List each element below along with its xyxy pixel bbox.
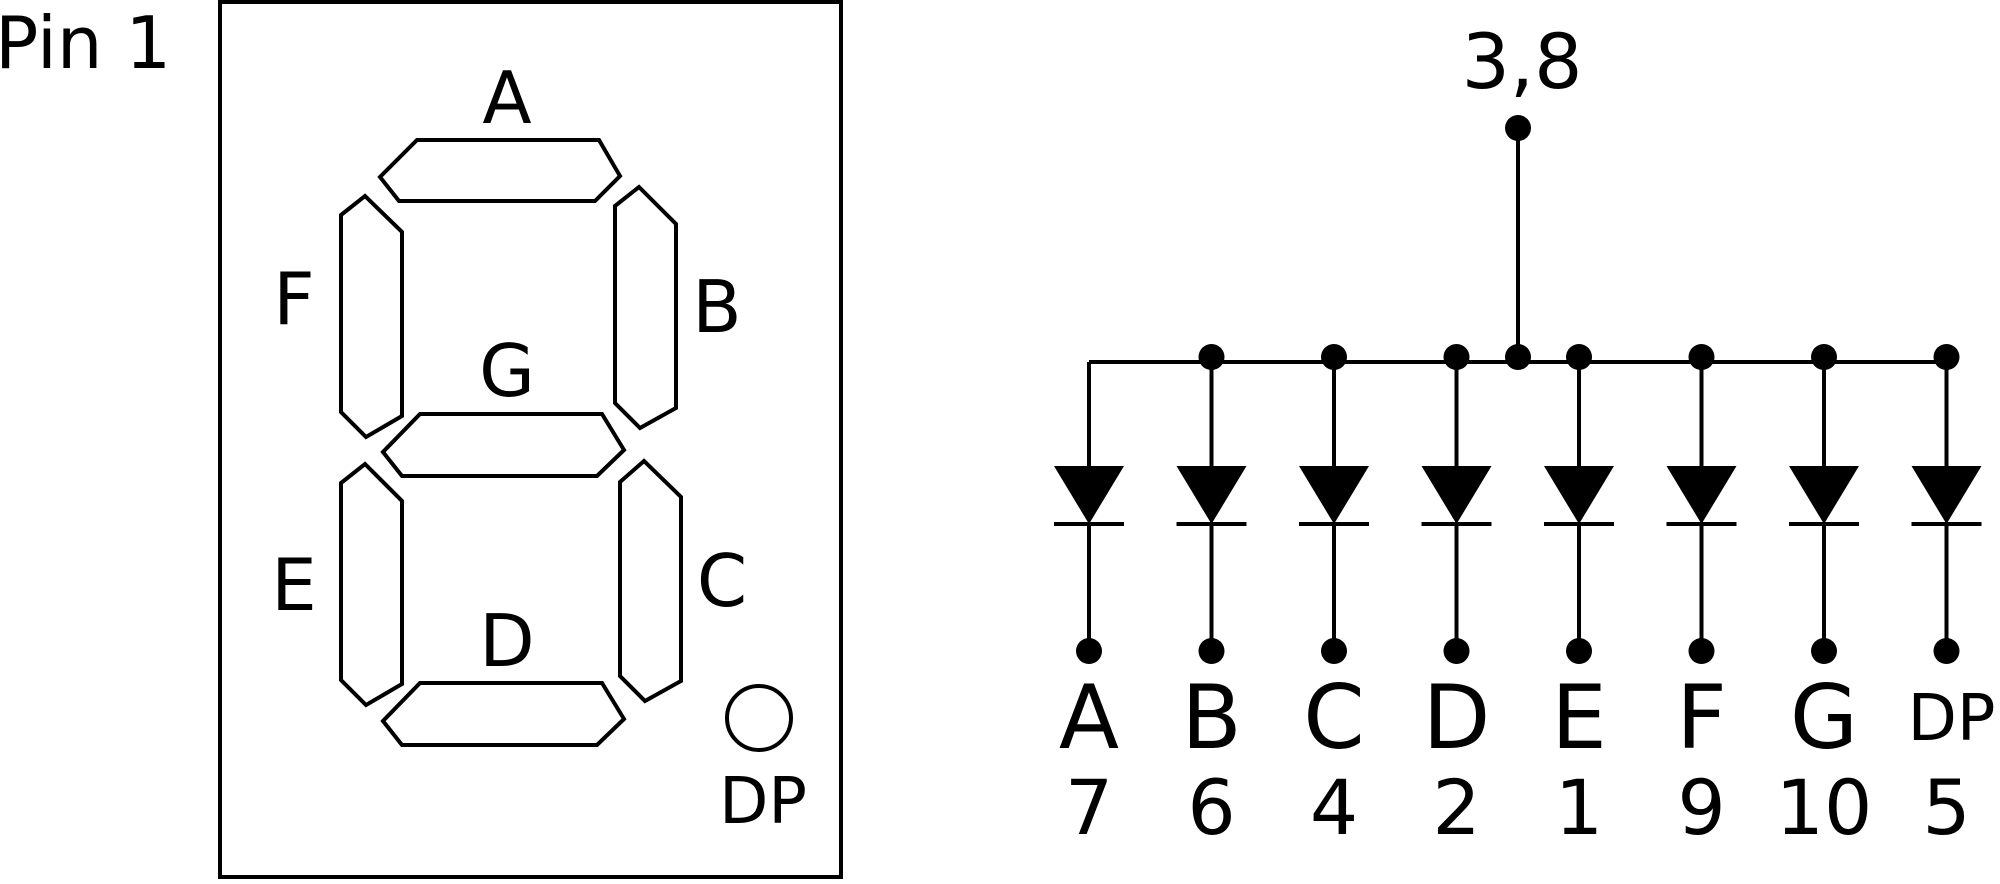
common-pins-label: 3,8 bbox=[1462, 17, 1583, 106]
segment-c bbox=[618, 458, 683, 704]
segment-f bbox=[339, 193, 404, 440]
segment-label-b: B bbox=[692, 265, 741, 349]
diode-triangle-dp bbox=[1911, 466, 1982, 524]
segment-label-c: C bbox=[697, 539, 747, 623]
bus-junction-dot-e bbox=[1566, 344, 1592, 370]
segment-b bbox=[613, 184, 678, 431]
diode-pin-number-c: 4 bbox=[1310, 763, 1358, 852]
diode-triangle-g bbox=[1789, 466, 1859, 524]
segment-a bbox=[377, 138, 623, 203]
diode-label-c: C bbox=[1303, 666, 1364, 769]
bus-junction-dot-c bbox=[1321, 344, 1347, 370]
diode-label-e: E bbox=[1551, 666, 1607, 769]
diode-label-b: B bbox=[1181, 666, 1241, 769]
segment-label-g: G bbox=[479, 329, 535, 413]
common-junction-dot bbox=[1505, 344, 1531, 370]
diode-label-g: G bbox=[1790, 666, 1858, 769]
diode-pin-dot-e bbox=[1566, 638, 1592, 664]
bus-junction-dot-b bbox=[1198, 344, 1225, 370]
segment-label-dp: DP bbox=[719, 765, 807, 839]
diode-label-f: F bbox=[1676, 666, 1727, 769]
diode-label-dp: DP bbox=[1908, 682, 1996, 756]
segment-label-a: A bbox=[482, 56, 531, 140]
display-package-outline bbox=[218, 0, 843, 879]
segment-dp bbox=[725, 684, 793, 752]
diode-triangle-b bbox=[1176, 466, 1247, 524]
diode-triangle-e bbox=[1544, 466, 1614, 524]
diode-pin-number-d: 2 bbox=[1432, 763, 1480, 852]
diode-pin-number-b: 6 bbox=[1187, 763, 1235, 852]
pin-1-label: Pin 1 bbox=[0, 1, 171, 85]
diode-label-d: D bbox=[1423, 666, 1491, 769]
segment-label-f: F bbox=[273, 257, 314, 341]
diode-triangle-d bbox=[1421, 466, 1492, 524]
diode-pin-dot-g bbox=[1811, 638, 1837, 664]
diode-pin-number-a: 7 bbox=[1065, 763, 1113, 852]
bus-junction-dot-g bbox=[1811, 344, 1837, 370]
diode-pin-dot-d bbox=[1443, 638, 1470, 664]
segment-label-e: E bbox=[271, 543, 317, 627]
diode-pin-dot-c bbox=[1321, 638, 1347, 664]
diode-pin-dot-f bbox=[1688, 638, 1715, 664]
diode-pin-number-e: 1 bbox=[1555, 763, 1603, 852]
bus-junction-dot-d bbox=[1443, 344, 1470, 370]
diode-pin-dot-b bbox=[1198, 638, 1225, 664]
diode-pin-number-f: 9 bbox=[1677, 763, 1725, 852]
diode-pin-number-dp: 5 bbox=[1922, 763, 1970, 852]
bus-junction-dot-dp bbox=[1933, 344, 1960, 370]
segment-e bbox=[339, 461, 404, 708]
diode-pin-dot-a bbox=[1076, 638, 1102, 664]
diode-label-a: A bbox=[1059, 666, 1119, 769]
diode-triangle-f bbox=[1666, 466, 1737, 524]
diode-pin-dot-dp bbox=[1933, 638, 1960, 664]
diode-pin-number-g: 10 bbox=[1776, 763, 1873, 852]
diode-triangle-a bbox=[1054, 466, 1124, 524]
diode-triangle-c bbox=[1299, 466, 1369, 524]
segment-label-d: D bbox=[479, 599, 534, 683]
segment-g bbox=[380, 412, 627, 478]
segment-d bbox=[380, 681, 627, 747]
bus-junction-dot-f bbox=[1688, 344, 1715, 370]
